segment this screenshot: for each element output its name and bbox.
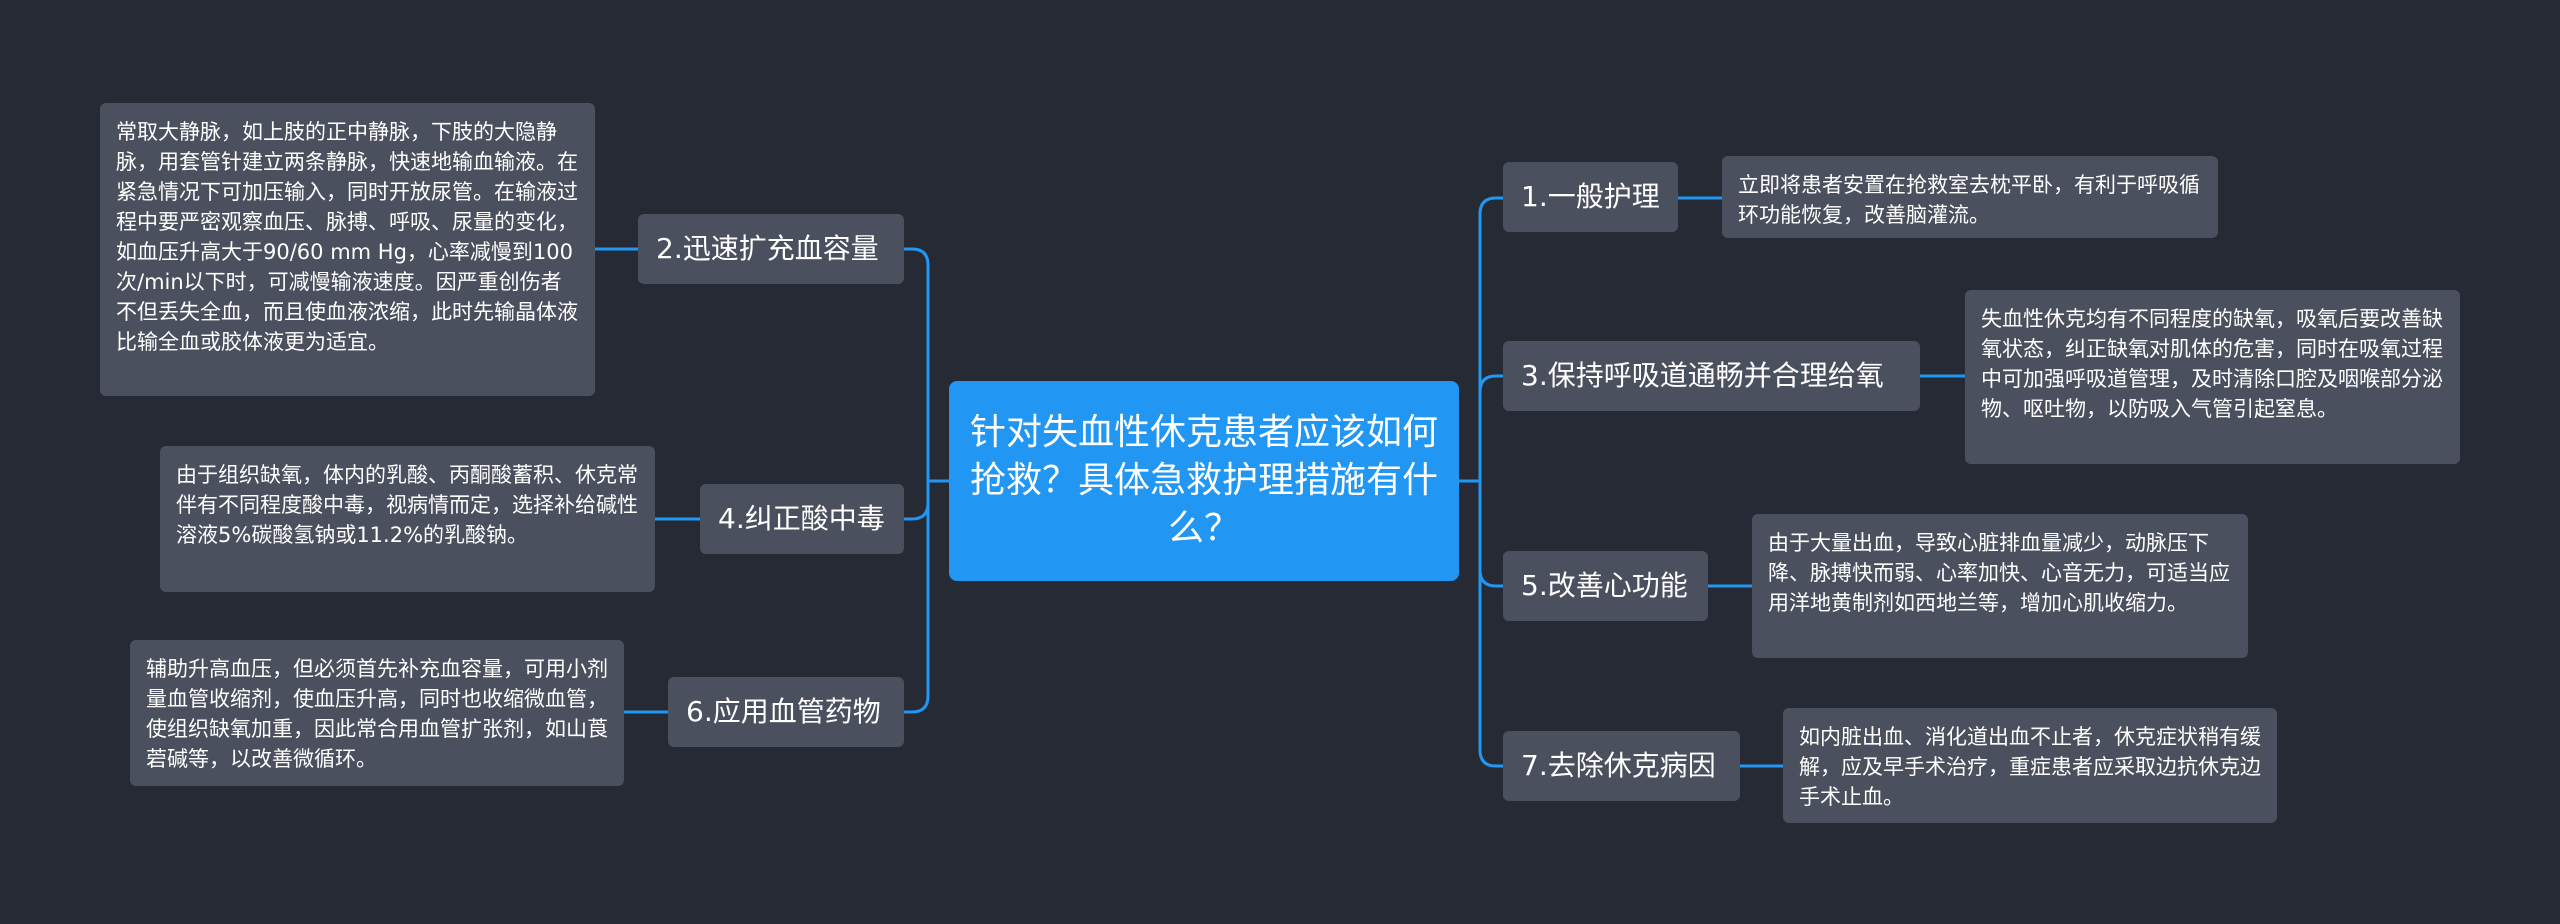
leaf-text: 由于大量出血，导致心脏排血量减少，动脉压下降、脉搏快而弱、心率加快、心音无力，可… xyxy=(1768,531,2230,615)
leaf-remove-cause[interactable]: 如内脏出血、消化道出血不止者，休克症状稍有缓解，应及早手术治疗，重症患者应采取边… xyxy=(1783,708,2277,823)
branch-label: 5.改善心功能 xyxy=(1521,569,1688,602)
connector-right-5 xyxy=(1478,481,1503,588)
branch-label: 3.保持呼吸道通畅并合理给氧 xyxy=(1521,359,1884,392)
leaf-correct-acidosis[interactable]: 由于组织缺氧，体内的乳酸、丙酮酸蓄积、休克常伴有不同程度酸中毒，视病情而定，选择… xyxy=(160,446,655,592)
leaf-expand-volume[interactable]: 常取大静脉，如上肢的正中静脉，下肢的大隐静脉，用套管针建立两条静脉，快速地输血输… xyxy=(100,103,595,396)
connector-left-4 xyxy=(904,481,930,521)
connector-right-7 xyxy=(1478,481,1503,768)
branch-label: 7.去除休克病因 xyxy=(1521,749,1716,782)
leaf-airway-oxygen[interactable]: 失血性休克均有不同程度的缺氧，吸氧后要改善缺氧状态，纠正缺氧对肌体的危害，同时在… xyxy=(1965,290,2460,464)
branch-label: 6.应用血管药物 xyxy=(686,695,881,728)
branch-remove-cause[interactable]: 7.去除休克病因 xyxy=(1503,731,1740,801)
connector-left-2 xyxy=(904,247,930,481)
leaf-text: 如内脏出血、消化道出血不止者，休克症状稍有缓解，应及早手术治疗，重症患者应采取边… xyxy=(1799,725,2261,809)
connector-right-3 xyxy=(1478,374,1503,481)
branch-label: 4.纠正酸中毒 xyxy=(718,502,885,535)
leaf-general-care[interactable]: 立即将患者安置在抢救室去枕平卧，有利于呼吸循环功能恢复，改善脑灌流。 xyxy=(1722,156,2218,238)
branch-label: 2.迅速扩充血容量 xyxy=(656,232,879,265)
branch-correct-acidosis[interactable]: 4.纠正酸中毒 xyxy=(700,484,904,554)
branch-cardiac-function[interactable]: 5.改善心功能 xyxy=(1503,551,1708,621)
leaf-cardiac-function[interactable]: 由于大量出血，导致心脏排血量减少，动脉压下降、脉搏快而弱、心率加快、心音无力，可… xyxy=(1752,514,2248,658)
leaf-text: 辅助升高血压，但必须首先补充血容量，可用小剂量血管收缩剂，使血压升高，同时也收缩… xyxy=(146,657,608,771)
branch-general-care[interactable]: 1.一般护理 xyxy=(1503,162,1678,232)
branch-vascular-drugs[interactable]: 6.应用血管药物 xyxy=(668,677,904,747)
branch-airway-oxygen[interactable]: 3.保持呼吸道通畅并合理给氧 xyxy=(1503,341,1920,411)
root-topic[interactable]: 针对失血性休克患者应该如何抢救？具体急救护理措施有什么？ xyxy=(949,381,1459,581)
connector-left-6 xyxy=(904,481,930,714)
leaf-text: 失血性休克均有不同程度的缺氧，吸氧后要改善缺氧状态，纠正缺氧对肌体的危害，同时在… xyxy=(1981,307,2443,421)
leaf-vascular-drugs[interactable]: 辅助升高血压，但必须首先补充血容量，可用小剂量血管收缩剂，使血压升高，同时也收缩… xyxy=(130,640,624,786)
leaf-text: 立即将患者安置在抢救室去枕平卧，有利于呼吸循环功能恢复，改善脑灌流。 xyxy=(1738,173,2200,227)
leaf-text: 常取大静脉，如上肢的正中静脉，下肢的大隐静脉，用套管针建立两条静脉，快速地输血输… xyxy=(116,120,578,354)
branch-label: 1.一般护理 xyxy=(1521,180,1660,213)
root-topic-label: 针对失血性休克患者应该如何抢救？具体急救护理措施有什么？ xyxy=(969,412,1438,549)
leaf-text: 由于组织缺氧，体内的乳酸、丙酮酸蓄积、休克常伴有不同程度酸中毒，视病情而定，选择… xyxy=(176,463,638,547)
branch-expand-volume[interactable]: 2.迅速扩充血容量 xyxy=(638,214,904,284)
connector-right-1 xyxy=(1478,196,1503,481)
